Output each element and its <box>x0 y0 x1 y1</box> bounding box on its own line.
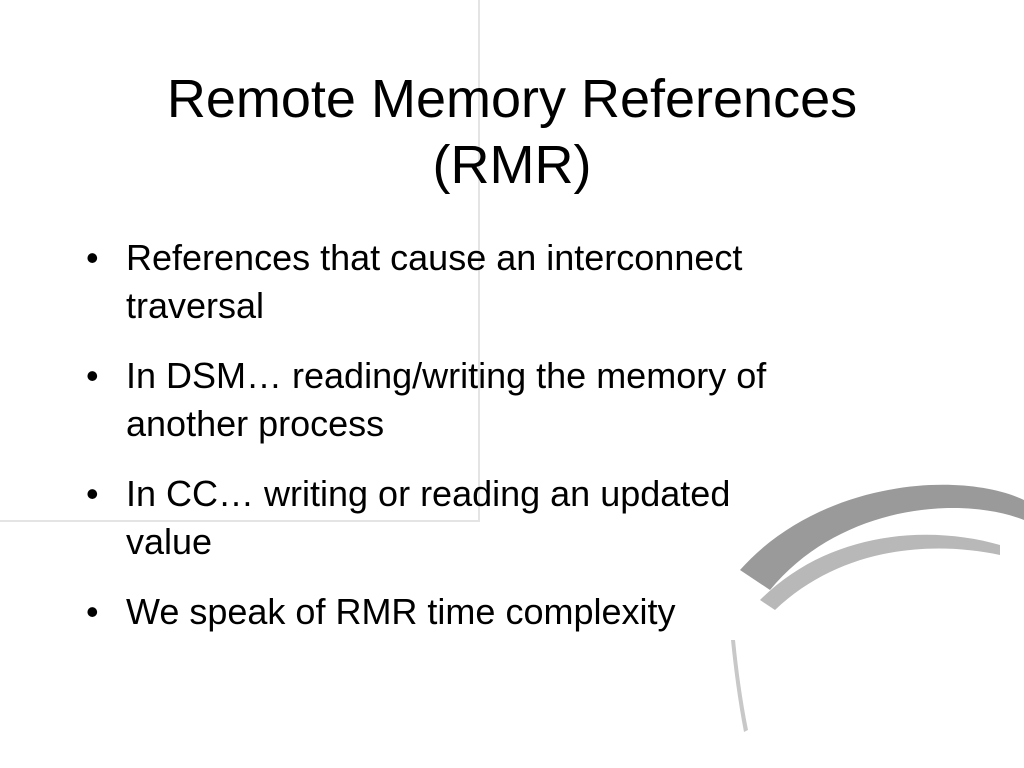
bullet-text-line: We speak of RMR time complexity <box>126 591 676 632</box>
bullet-dot: • <box>86 237 99 278</box>
bullet-item: • References that cause an interconnect … <box>0 234 1000 330</box>
slide-title: Remote Memory References (RMR) <box>0 66 1024 198</box>
swirl-stroke-inner <box>760 534 1000 610</box>
bullet-list: • References that cause an interconnect … <box>0 234 1000 658</box>
bullet-dot: • <box>86 591 99 632</box>
swirl-tail <box>731 640 748 732</box>
bullet-text-line: another process <box>126 403 385 444</box>
bullet-text-line: traversal <box>126 285 265 326</box>
vertical-guide-line <box>478 0 480 522</box>
bullet-dot: • <box>86 355 99 396</box>
bullet-dot: • <box>86 473 99 514</box>
bullet-item: • We speak of RMR time complexity <box>0 588 1000 636</box>
bullet-text-line: value <box>126 521 213 562</box>
bullet-text-line: References that cause an interconnect <box>126 237 743 278</box>
title-line-2: (RMR) <box>432 135 592 195</box>
horizontal-guide-line <box>0 520 480 522</box>
bullet-item: • In DSM… reading/writing the memory of … <box>0 352 1000 448</box>
title-line-1: Remote Memory References <box>166 69 858 129</box>
bullet-item: • In CC… writing or reading an updated v… <box>0 470 1000 566</box>
bullet-text-line: In DSM… reading/writing the memory of <box>126 355 767 396</box>
swirl-stroke-outer <box>740 484 1024 590</box>
bullet-text-line: In CC… writing or reading an updated <box>126 473 731 514</box>
